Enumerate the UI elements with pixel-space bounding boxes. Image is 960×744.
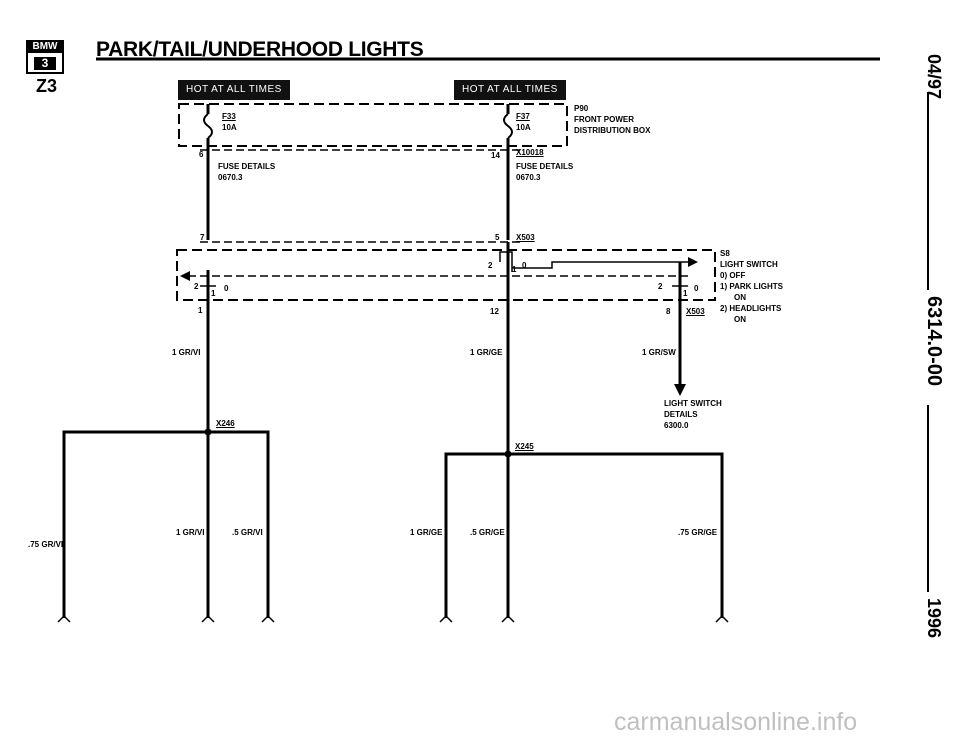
wire-end-3 (261, 614, 275, 623)
watermark: carmanualsonline.info (614, 708, 858, 736)
light-switch-state-2: 2) HEADLIGHTS (720, 304, 782, 313)
page-title: PARK/TAIL/UNDERHOOD LIGHTS (96, 38, 424, 61)
fuse-f37-symbol (503, 113, 513, 139)
light-switch-state-0: 0) OFF (720, 271, 746, 280)
fuse-f37-pin: 14 (491, 151, 500, 160)
splice-x246-label: X246 (216, 419, 235, 428)
power-box-id: P90 (574, 104, 589, 113)
connector-x503-top: X503 (516, 233, 535, 242)
switch-pin-1: 1 (198, 306, 203, 315)
switch-link-arrow-right (688, 257, 698, 267)
light-switch-state-2b: ON (734, 315, 746, 324)
connector-x10018: X10018 (516, 148, 544, 157)
light-switch-id: S8 (720, 249, 730, 258)
switch-pin-8: 8 (666, 307, 671, 316)
wire-label-5-gr-ge: .5 GR/GE (470, 528, 505, 537)
contact-left-1: 1 (211, 289, 216, 298)
wire-splice-x246-branch (62, 430, 270, 618)
light-switch-details-arrow (674, 384, 686, 396)
fuse-f37-name: F37 (516, 112, 530, 121)
switch-details-3: 6300.0 (664, 421, 689, 430)
splice-x245-label: X245 (515, 442, 534, 451)
contact-center-0: 0 (522, 261, 527, 270)
light-switch-state-1: 1) PARK LIGHTS (720, 282, 783, 291)
fuse-f33-pin: 6 (199, 150, 204, 159)
wire-end-4 (439, 614, 453, 623)
bmw-logo (26, 40, 64, 74)
light-switch-box (176, 249, 716, 301)
model-label: Z3 (36, 76, 58, 96)
switch-details-1: LIGHT SWITCH (664, 399, 722, 408)
switch-pin-5: 5 (495, 233, 500, 242)
bmw-logo-text: BMW (32, 41, 58, 52)
hot-label-left: HOT AT ALL TIMES (178, 80, 290, 100)
contact-right-1: 1 (683, 289, 688, 298)
side-date: 04/97 (924, 54, 944, 100)
side-doc-number: 6314.0-00 (923, 296, 945, 387)
switch-details-2: DETAILS (664, 410, 698, 419)
contact-left-2: 2 (194, 282, 199, 291)
connector-x503-bottom: X503 (686, 307, 705, 316)
light-switch-state-1b: ON (734, 293, 746, 302)
power-distribution-box (178, 103, 568, 147)
contact-center-2: 2 (488, 261, 493, 270)
splice-x246-dot (204, 428, 212, 436)
wire-label-branch-1-gr-vi: 1 GR/VI (176, 528, 205, 537)
splice-x245-dot (504, 450, 512, 458)
side-year: 1996 (924, 598, 944, 639)
hot-label-right: HOT AT ALL TIMES (454, 80, 566, 100)
fuse-f33-rating: 10A (222, 123, 237, 132)
fuse-details-left-ref: 0670.3 (218, 173, 243, 182)
fuse-f33-name: F33 (222, 112, 236, 121)
contact-left-0: 0 (224, 284, 229, 293)
power-box-name-2: DISTRIBUTION BOX (574, 126, 651, 135)
fuse-f37-rating: 10A (516, 123, 531, 132)
wire-label-75-gr-vi: .75 GR/VI (28, 540, 64, 549)
wire-end-5 (501, 614, 515, 623)
contact-right-0: 0 (694, 284, 699, 293)
switch-pin-7: 7 (200, 233, 205, 242)
switch-link-arrow-left (180, 271, 190, 281)
light-switch-name: LIGHT SWITCH (720, 260, 778, 269)
contact-right-2: 2 (658, 282, 663, 291)
wire-label-1-gr-vi: 1 GR/VI (172, 348, 201, 357)
contact-center-1: 1 (512, 265, 517, 274)
switch-pin-12: 12 (490, 307, 499, 316)
power-box-name-1: FRONT POWER (574, 115, 634, 124)
wire-label-5-gr-vi: .5 GR/VI (232, 528, 263, 537)
fuse-f33-symbol (203, 113, 213, 139)
fuse-details-right: FUSE DETAILS (516, 162, 574, 171)
switch-center-contact (499, 251, 513, 272)
wire-label-branch-1-gr-ge: 1 GR/GE (410, 528, 443, 537)
wire-splice-x245-branch (444, 452, 724, 618)
wire-end-2 (201, 614, 215, 623)
wire-end-6 (715, 614, 729, 623)
wire-label-1-gr-ge: 1 GR/GE (470, 348, 503, 357)
bmw-logo-number: 3 (41, 56, 49, 70)
fuse-details-left: FUSE DETAILS (218, 162, 276, 171)
switch-center-link (512, 261, 690, 269)
wire-label-75-gr-ge: .75 GR/GE (678, 528, 718, 537)
fuse-details-right-ref: 0670.3 (516, 173, 541, 182)
wire-label-1-gr-sw: 1 GR/SW (642, 348, 676, 357)
wire-end-1 (57, 614, 71, 623)
